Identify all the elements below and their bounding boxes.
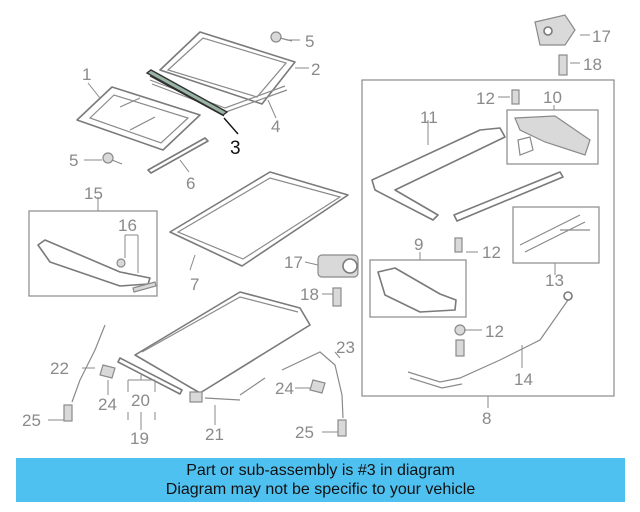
part-23-drain-hose[interactable]: [281, 351, 344, 419]
callout-16: 16: [118, 216, 137, 235]
callout-11: 11: [420, 108, 438, 127]
bolt-icon: [454, 324, 466, 357]
callout-12b: 12: [482, 243, 501, 262]
part-25-clip[interactable]: [63, 404, 73, 422]
callout-15: 15: [84, 184, 103, 203]
part-17-bracket[interactable]: [534, 14, 576, 46]
part-25-clip[interactable]: [337, 419, 347, 437]
callout-22: 22: [50, 359, 69, 378]
callout-14: 14: [514, 370, 533, 389]
callout-18a: 18: [300, 285, 319, 304]
callout-7: 7: [190, 275, 199, 294]
part-7-frame-seal[interactable]: [169, 171, 349, 267]
box-15-assembly[interactable]: [28, 210, 158, 297]
callout-24a: 24: [98, 395, 117, 414]
banner-line-1: Part or sub-assembly is #3 in diagram: [186, 462, 455, 479]
callout-2: 2: [311, 60, 320, 79]
bolt-icon: [454, 237, 463, 253]
part-24-clip[interactable]: [99, 364, 116, 379]
part-6-rail[interactable]: [147, 137, 209, 174]
box-8-frame-assembly[interactable]: [361, 79, 615, 397]
part-1-sunroof-glass[interactable]: [76, 86, 201, 151]
part-22-drain-hose[interactable]: [71, 324, 106, 403]
sunshade-assembly[interactable]: [117, 291, 311, 403]
leader-lines: [48, 34, 590, 433]
banner-line-2: Diagram may not be specific to your vehi…: [165, 481, 476, 498]
callout-8: 8: [482, 409, 491, 428]
callout-10: 10: [543, 88, 562, 107]
bolt-icon: [102, 152, 123, 165]
callout-21: 21: [205, 425, 224, 444]
callout-3: 3: [230, 138, 241, 159]
callout-17a: 17: [284, 253, 303, 272]
callout-24b: 24: [275, 379, 294, 398]
callout-4: 4: [271, 117, 280, 136]
callout-20: 20: [131, 391, 150, 410]
part-17-motor-bracket[interactable]: [317, 254, 359, 278]
part-24-clip[interactable]: [309, 379, 326, 394]
callout-19: 19: [130, 429, 149, 448]
callout-18b: 18: [583, 55, 602, 74]
bolt-icon: [270, 31, 293, 43]
callout-25a: 25: [22, 411, 41, 430]
part-2-glass-panel[interactable]: [159, 31, 296, 105]
callout-13: 13: [545, 271, 564, 290]
callout-5a: 5: [305, 32, 314, 51]
callout-25b: 25: [295, 423, 314, 442]
bolt-icon: [558, 54, 568, 76]
info-banner: Part or sub-assembly is #3 in diagram Di…: [16, 458, 625, 502]
callout-23: 23: [336, 338, 355, 357]
callout-12c: 12: [485, 322, 504, 341]
bolt-icon: [332, 287, 342, 307]
callout-5b: 5: [69, 151, 78, 170]
callout-9: 9: [414, 235, 423, 254]
callout-17b: 17: [592, 27, 611, 46]
callout-12a: 12: [476, 89, 495, 108]
part-3-weatherstrip[interactable]: [145, 69, 229, 117]
callout-6: 6: [186, 174, 195, 193]
callout-1: 1: [82, 65, 91, 84]
bolt-icon: [511, 89, 520, 105]
